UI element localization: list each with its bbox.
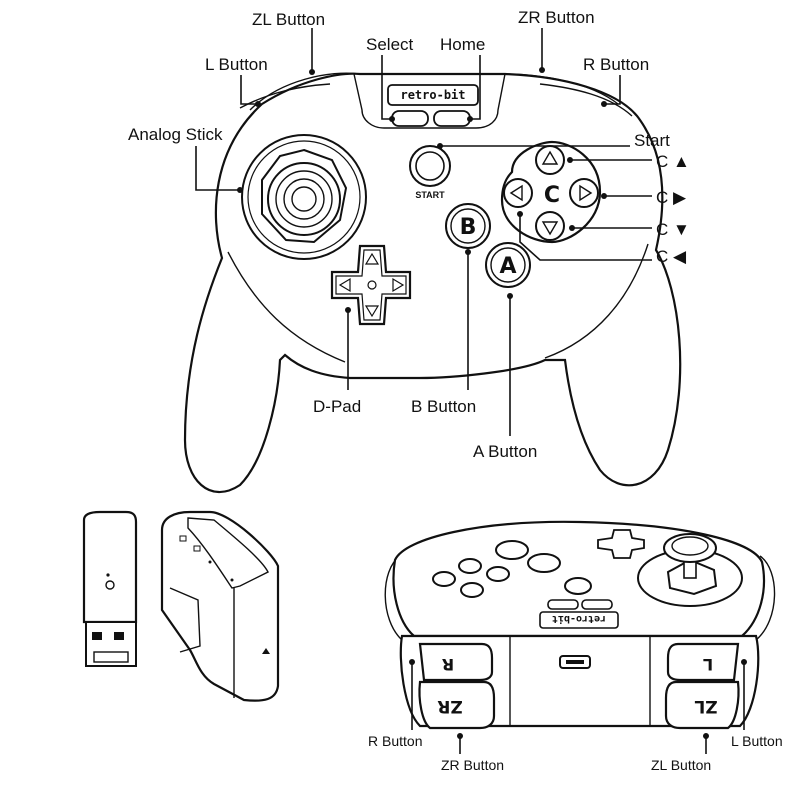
brand-plate [387,84,479,106]
d-pad[interactable] [330,244,412,326]
back-label-l-button: L Button [731,733,783,749]
label-start: Start [634,131,670,150]
back-label-r-button: R Button [368,733,422,749]
label-select: Select [366,35,414,54]
label-r-button: R Button [583,55,649,74]
start-caption: START [415,190,445,200]
back-brand-logo-text: retro-bit [552,613,606,625]
back-zr-button[interactable]: ZR [418,680,496,730]
analog-stick[interactable] [241,134,367,260]
b-button[interactable]: B [445,203,491,249]
charging-dock [160,510,280,702]
back-zl-key-text: ZL [694,696,717,716]
label-l-button: L Button [205,55,268,74]
usb-receiver-dongle [82,510,138,667]
d-pad-left-arrow [338,277,351,293]
back-zl-button[interactable]: ZL [664,680,740,730]
start-button[interactable] [409,145,451,187]
d-pad-up-arrow [364,252,380,265]
center-top-panel [353,73,506,129]
brand-logo-text: retro-bit [400,88,465,102]
a-button[interactable]: A [485,242,531,288]
label-c-right: C ▶ [656,188,687,207]
c-button-cluster: C [500,140,602,244]
controller-body [183,72,682,494]
c-right-button[interactable] [569,178,599,208]
back-r-button[interactable]: R [418,642,494,682]
label-home: Home [440,35,485,54]
b-glyph: B [460,215,477,240]
label-d-pad: D-Pad [313,397,361,416]
back-zr-key-text: ZR [437,696,462,716]
controller-front-view: retro-bit START C [128,8,690,494]
label-c-left: C ◀ [656,247,687,266]
label-zr-button: ZR Button [518,8,595,27]
c-glyph: C [544,183,560,208]
label-a-button: A Button [473,442,537,461]
back-label-zr-button: ZR Button [441,757,504,773]
back-l-button[interactable]: L [666,642,740,682]
back-label-zl-button: ZL Button [651,757,711,773]
c-left-button[interactable] [503,178,533,208]
select-button[interactable] [391,110,429,127]
label-c-down: C ▼ [656,220,690,239]
label-c-up: C ▲ [656,152,690,171]
label-zl-button: ZL Button [252,10,325,29]
d-pad-right-arrow [392,277,405,293]
a-glyph: A [499,254,516,279]
c-down-button[interactable] [535,211,565,241]
label-b-button: B Button [411,397,476,416]
home-button[interactable] [433,110,471,127]
label-analog-stick: Analog Stick [128,125,223,144]
back-l-key-text: L [703,655,713,674]
back-r-key-text: R [442,655,454,674]
controller-back-view: retro-bit R ZR L ZL [368,520,783,773]
d-pad-down-arrow [364,305,380,318]
c-up-button[interactable] [535,145,565,175]
